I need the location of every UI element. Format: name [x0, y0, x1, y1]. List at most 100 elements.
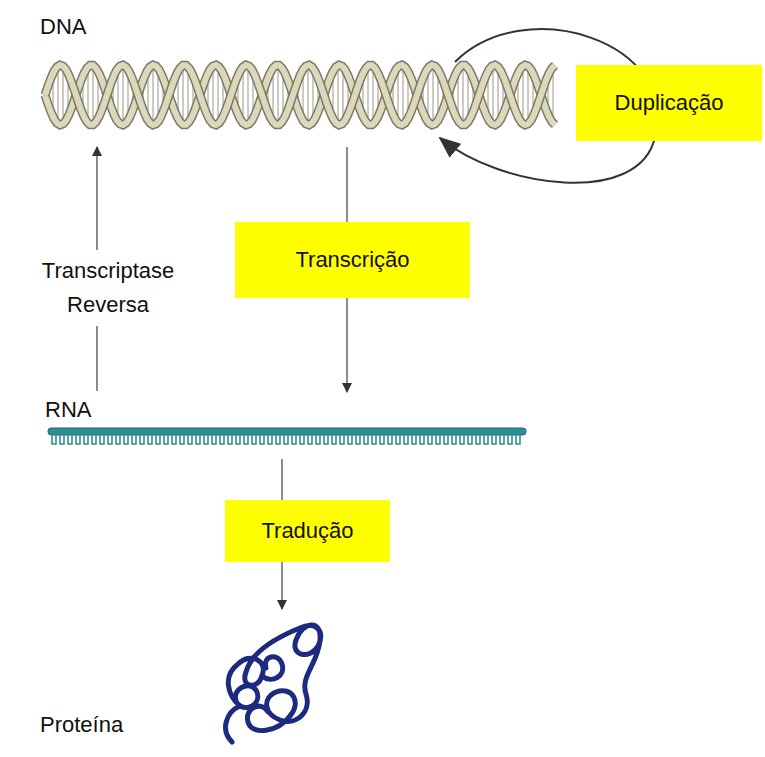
rna-base — [460, 435, 464, 444]
strand — [45, 65, 555, 125]
rna-base — [364, 435, 368, 444]
base-pair — [338, 65, 339, 124]
rna-base — [180, 435, 184, 444]
rna-base — [444, 435, 448, 444]
rna-base — [164, 435, 168, 444]
base-pair — [218, 66, 219, 124]
rna-base — [148, 435, 152, 444]
rna-base — [324, 435, 328, 444]
base-pair — [493, 65, 494, 124]
process-name: Transcrição — [295, 247, 409, 273]
rna-base — [316, 435, 320, 444]
rna-base — [228, 435, 232, 444]
rna-base — [188, 435, 192, 444]
rna-base — [404, 435, 408, 444]
base-pair — [368, 66, 369, 124]
rna-base — [412, 435, 416, 444]
base-pair — [153, 65, 154, 125]
process-name: Duplicação — [615, 90, 724, 116]
molecule-label: DNA — [40, 14, 86, 40]
rna-base — [244, 435, 248, 444]
process-name: Transcriptase Reversa — [10, 254, 206, 322]
rna-base — [108, 435, 112, 444]
molecule-node: DNA — [40, 10, 560, 145]
rna-base — [140, 435, 144, 444]
rna-base — [252, 435, 256, 444]
rna-base — [308, 435, 312, 444]
rna-base — [236, 435, 240, 444]
rna-strand — [48, 428, 526, 444]
rna-base — [196, 435, 200, 444]
rna-base — [436, 435, 440, 444]
rna-base — [508, 435, 512, 444]
strand — [45, 65, 555, 125]
rna-base — [500, 435, 504, 444]
dna-helix — [45, 65, 555, 125]
base-pair — [63, 66, 64, 124]
rna-base — [492, 435, 496, 444]
process-label-box: Transcrição — [235, 222, 470, 298]
base-pair — [373, 66, 374, 124]
molecule-node: RNA — [45, 395, 530, 457]
rna-base — [268, 435, 272, 444]
rna-base — [60, 435, 64, 444]
protein-fold — [226, 625, 321, 742]
base-pair — [433, 65, 434, 125]
strand-edge — [45, 65, 555, 125]
rna-base — [76, 435, 80, 444]
base-pair — [123, 65, 124, 125]
base-pair — [278, 65, 279, 125]
rna-base — [388, 435, 392, 444]
rna-base — [52, 435, 56, 444]
rna-base — [380, 435, 384, 444]
rna-base — [276, 435, 280, 444]
rna-base — [260, 435, 264, 444]
rna-base — [452, 435, 456, 444]
rna-base — [92, 435, 96, 444]
rna-base — [484, 435, 488, 444]
molecule-label: RNA — [45, 397, 91, 423]
rna-base — [372, 435, 376, 444]
base-pair — [523, 66, 524, 124]
rna-base — [348, 435, 352, 444]
rna-base — [292, 435, 296, 444]
rna-base — [204, 435, 208, 444]
rna-base — [124, 435, 128, 444]
strand-edge — [45, 65, 555, 125]
base-pair — [463, 65, 464, 125]
rna-base — [212, 435, 216, 444]
rna-base — [396, 435, 400, 444]
rna-base — [284, 435, 288, 444]
label-patch: Transcriptase Reversa — [10, 250, 206, 326]
base-pair — [403, 65, 404, 124]
molecule-label: Proteína — [40, 712, 123, 738]
base-pair — [183, 65, 184, 124]
rna-base — [300, 435, 304, 444]
rna-base — [420, 435, 424, 444]
rna-base — [156, 435, 160, 444]
base-pair — [213, 66, 214, 124]
base-pair — [528, 66, 529, 124]
rna-base — [84, 435, 88, 444]
rna-base — [132, 435, 136, 444]
rna-base — [100, 435, 104, 444]
rna-base — [468, 435, 472, 444]
rna-base — [428, 435, 432, 444]
molecule-node: Proteína — [40, 612, 332, 748]
process-name: Tradução — [261, 518, 353, 544]
rna-base — [332, 435, 336, 444]
base-pair — [58, 66, 59, 124]
base-pair — [308, 65, 309, 125]
rna-base — [476, 435, 480, 444]
process-label-box: Duplicação — [576, 65, 762, 141]
rna-base — [68, 435, 72, 444]
rna-base — [116, 435, 120, 444]
process-label-box: Tradução — [225, 500, 390, 562]
rna-base — [356, 435, 360, 444]
rna-base — [516, 435, 520, 444]
rna-base — [340, 435, 344, 444]
base-pair — [248, 65, 249, 124]
base-pair — [93, 65, 94, 124]
rna-base — [220, 435, 224, 444]
rna-base — [172, 435, 176, 444]
